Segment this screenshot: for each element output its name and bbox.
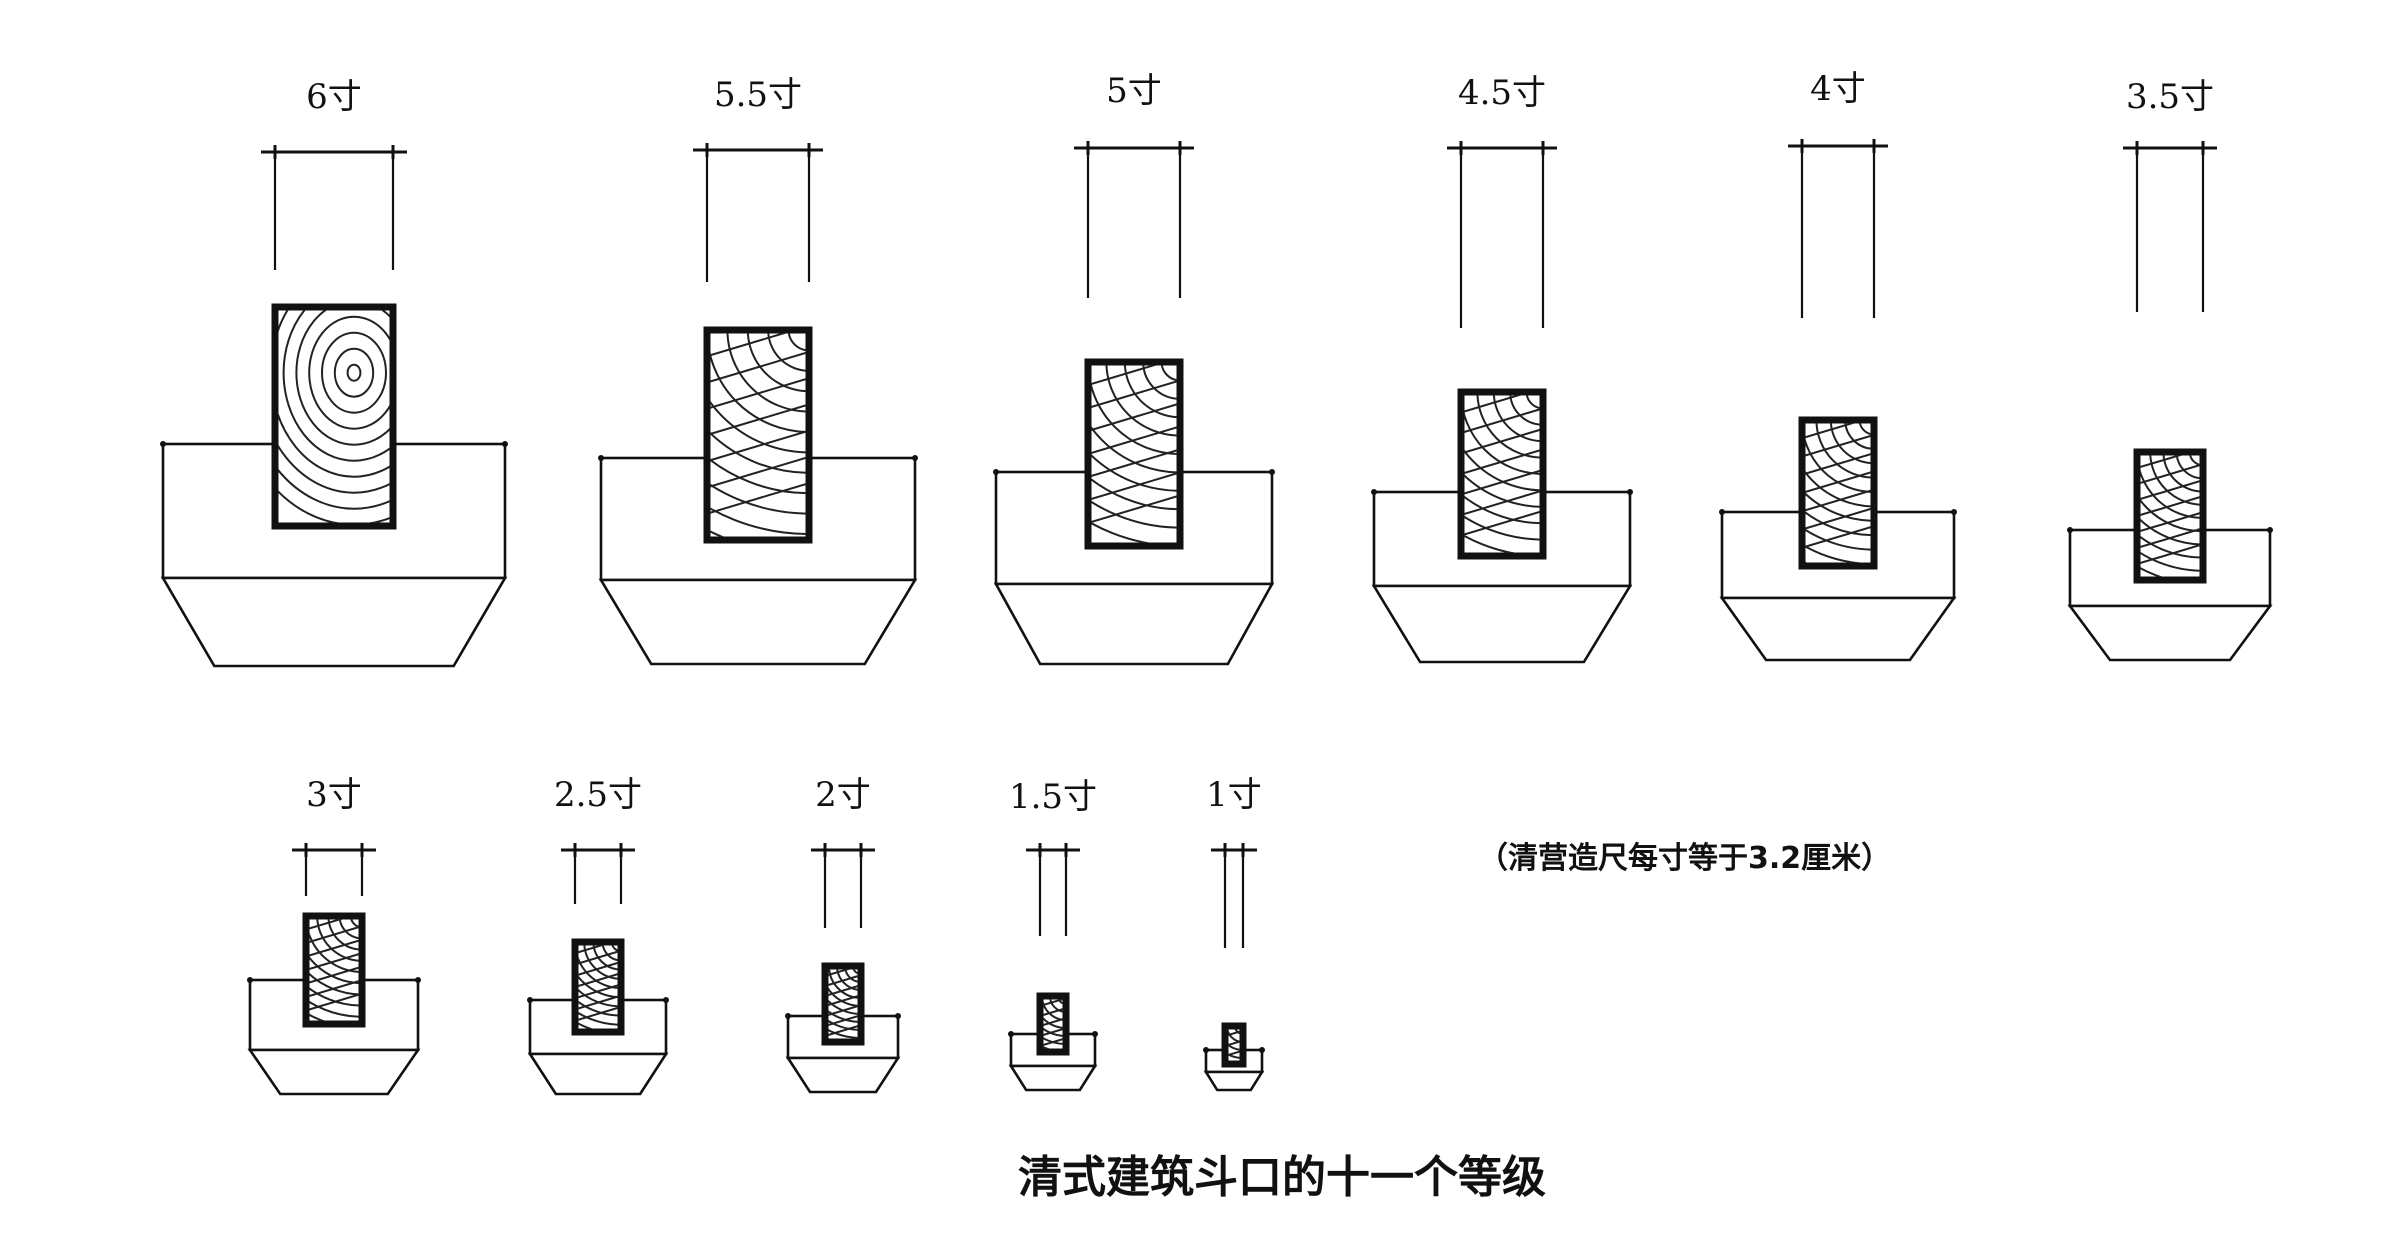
base-dot	[1092, 1031, 1098, 1037]
wood-grain	[1091, 365, 1177, 543]
dou-block-lower	[247, 1048, 421, 1096]
base-dot	[1259, 1047, 1265, 1053]
base-dot	[1269, 469, 1275, 475]
base-dot	[1008, 1031, 1014, 1037]
dou-block-lower	[1719, 596, 1957, 662]
base-dot	[502, 441, 508, 447]
wood-grain	[1805, 423, 1871, 563]
unit-note: （清营造尺每寸等于3.2厘米）	[1478, 841, 1891, 876]
grade-6: 3.5寸	[2067, 77, 2273, 662]
dou-block-lower	[1371, 584, 1633, 664]
grade-label: 2寸	[815, 775, 871, 815]
dou-block-lower	[993, 582, 1275, 666]
wood-grain	[309, 919, 359, 1021]
base-dot	[1719, 509, 1725, 515]
grades-layer: 6寸 5.5寸 5寸 4.5寸 4寸 3.5寸 3寸 2.5寸 2寸 1.5寸 1寸	[160, 69, 2273, 1096]
grade-label: 5.5寸	[714, 75, 802, 115]
grade-label: 3寸	[306, 775, 362, 815]
wood-grain	[278, 310, 390, 523]
wood-grain	[2140, 455, 2200, 577]
base-dot	[912, 455, 918, 461]
base-dot	[247, 977, 253, 983]
base-dot	[785, 1013, 791, 1019]
grade-7: 3寸	[247, 775, 421, 1096]
grade-1: 6寸	[160, 77, 508, 668]
base-dot	[1203, 1047, 1209, 1053]
base-dot	[415, 977, 421, 983]
grade-label: 4寸	[1810, 69, 1866, 109]
grade-5: 4寸	[1719, 69, 1957, 662]
base-dot	[993, 469, 999, 475]
wood-grain	[828, 969, 858, 1039]
grade-label: 3.5寸	[2126, 77, 2214, 117]
wood-grain	[1228, 1029, 1240, 1059]
dou-block-lower	[1203, 1070, 1265, 1092]
grade-11: 1寸	[1203, 775, 1265, 1092]
wood-grain	[710, 333, 806, 537]
base-dot	[2067, 527, 2073, 533]
grade-3: 5寸	[993, 71, 1275, 666]
base-dot	[895, 1013, 901, 1019]
base-dot	[160, 441, 166, 447]
grade-label: 1寸	[1206, 775, 1262, 815]
grade-label: 1.5寸	[1009, 777, 1097, 817]
wood-grain	[1043, 999, 1063, 1049]
base-dot	[598, 455, 604, 461]
base-dot	[663, 997, 669, 1003]
timber-section	[1221, 1022, 1247, 1068]
base-dot	[527, 997, 533, 1003]
dou-block-lower	[527, 1052, 669, 1096]
base-dot	[1951, 509, 1957, 515]
grade-label: 4.5寸	[1458, 73, 1546, 113]
dou-block-lower	[160, 576, 508, 668]
dou-block-lower	[1008, 1064, 1098, 1092]
wood-grain	[1464, 395, 1540, 553]
base-dot	[1627, 489, 1633, 495]
grade-8: 2.5寸	[527, 775, 669, 1096]
grade-9: 2寸	[785, 775, 901, 1094]
grade-10: 1.5寸	[1008, 777, 1098, 1092]
grade-label: 6寸	[306, 77, 362, 117]
grade-4: 4.5寸	[1371, 73, 1633, 664]
base-dot	[2267, 527, 2273, 533]
grade-label: 2.5寸	[554, 775, 642, 815]
dou-block-lower	[598, 578, 918, 666]
base-dot	[1371, 489, 1377, 495]
grade-2: 5.5寸	[598, 75, 918, 666]
grade-label: 5寸	[1106, 71, 1162, 111]
diagram-caption: 清式建筑斗口的十一个等级	[1018, 1152, 1546, 1203]
dou-block-lower	[2067, 604, 2273, 662]
wood-grain	[578, 945, 618, 1029]
dou-block-lower	[785, 1056, 901, 1094]
